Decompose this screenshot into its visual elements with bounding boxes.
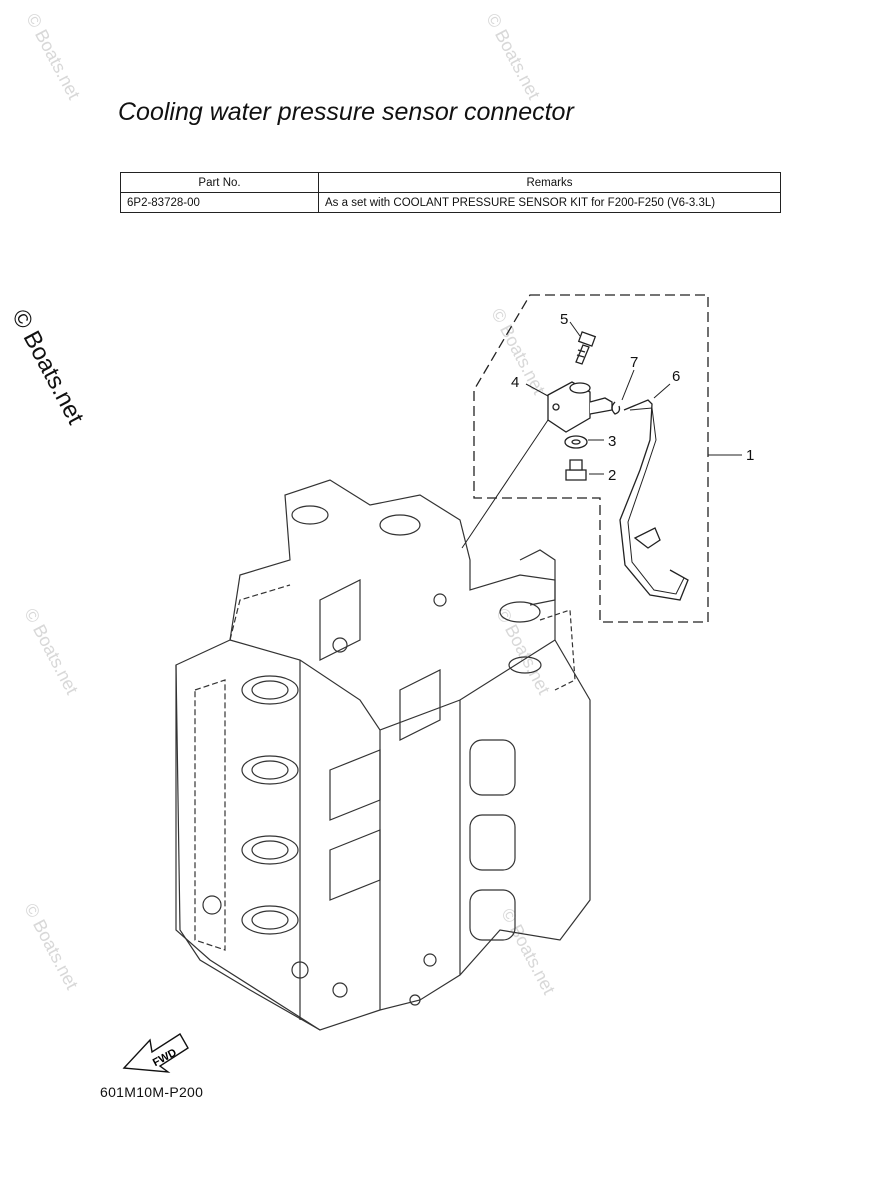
bolt-part (575, 331, 597, 365)
callout-leaders (525, 321, 742, 475)
hose-part (619, 399, 689, 601)
callout-4: 4 (511, 374, 519, 391)
leader-line (461, 419, 549, 549)
remarks-cell: As a set with COOLANT PRESSURE SENSOR KI… (318, 192, 781, 213)
diagram-code: 601M10M-P200 (100, 1084, 204, 1100)
part-number-cell: 6P2-83728-00 (120, 192, 319, 213)
kit-boundary (473, 294, 709, 623)
callout-2: 2 (608, 467, 616, 484)
parts-table: Part No. Remarks 6P2-83728-00 As a set w… (120, 172, 781, 213)
engine-block-illustration (175, 479, 591, 1031)
plug-part (565, 459, 587, 481)
callout-7: 7 (630, 354, 638, 371)
fwd-arrow-icon (122, 1033, 189, 1073)
callout-6: 6 (672, 368, 680, 385)
table-row: 6P2-83728-00 As a set with COOLANT PRESS… (120, 192, 781, 213)
callout-1: 1 (746, 447, 754, 464)
clip-part (611, 401, 621, 415)
diagram-title: Cooling water pressure sensor connector (118, 98, 574, 126)
callout-5: 5 (560, 311, 568, 328)
washer-part (564, 435, 588, 449)
sensor-connector-part (547, 381, 613, 433)
callout-3: 3 (608, 433, 616, 450)
